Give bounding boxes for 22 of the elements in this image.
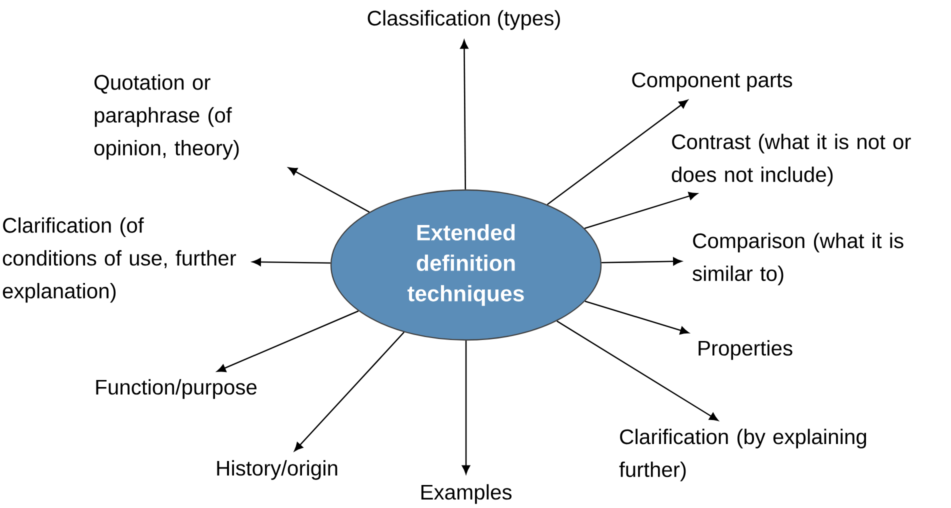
arrow [288,167,370,213]
arrow [546,100,688,206]
technique-label: Examples [421,484,512,504]
technique-label: History/origin [217,460,338,480]
technique-label: Clarification (of conditions of use, further explanation) [2,217,236,303]
technique-label: Properties [698,340,792,360]
technique-label: Comparison (what it is similar to) [692,232,904,286]
technique-label: Component parts [632,72,792,92]
arrow [584,300,689,334]
arrow [556,320,718,421]
arrow [602,257,682,266]
arrow [460,40,468,190]
technique-label: Classification (types) [368,10,560,30]
technique-label: Function/purpose [96,379,257,399]
technique-label: Clarification (by explaining further) [619,428,866,482]
arrow [252,258,330,266]
arrow [462,340,470,474]
technique-label: Contrast (what it is not or does not include) [672,134,911,186]
arrow [294,332,404,452]
arrow [584,192,698,229]
technique-label: Quotation or paraphrase (of opinion, theory) [94,74,239,160]
arrow [216,310,359,372]
